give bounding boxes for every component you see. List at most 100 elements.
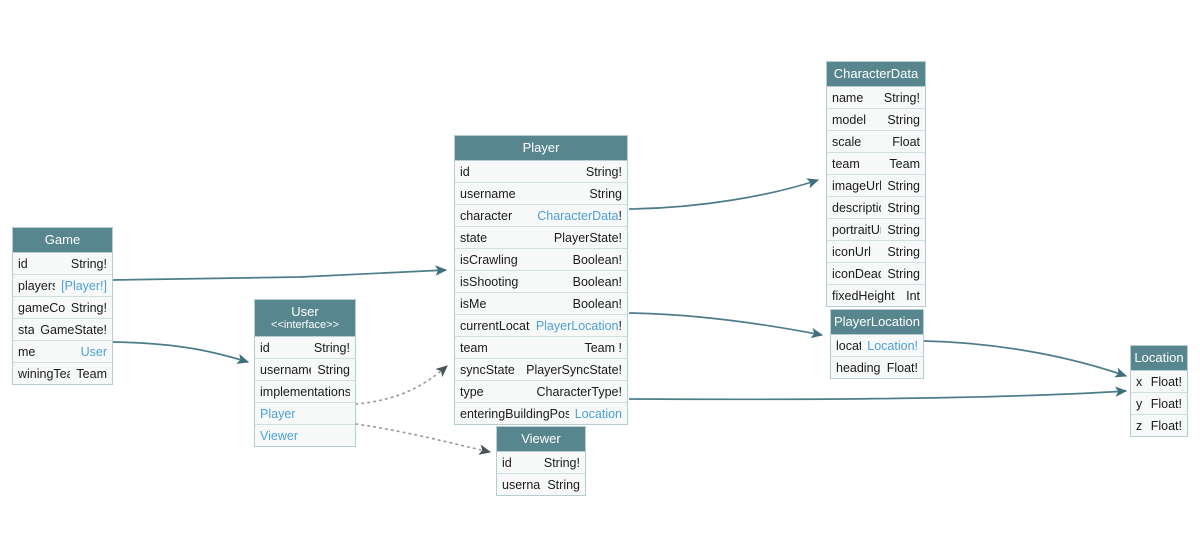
field-type-link[interactable]: PlayerLocation bbox=[535, 318, 619, 333]
edge-player-character-to-characterdata bbox=[628, 178, 820, 210]
field-type: Float! bbox=[886, 360, 918, 375]
field-name: type bbox=[460, 384, 484, 399]
field-row[interactable]: enteringBuildingPosition Location bbox=[455, 403, 627, 424]
field-type: String bbox=[547, 477, 580, 492]
implementation-name[interactable]: Player bbox=[260, 406, 296, 421]
field-row[interactable]: portraitUrl String bbox=[827, 219, 925, 241]
field-name: id bbox=[260, 340, 270, 355]
field-row[interactable]: iconDeadUrl String bbox=[827, 263, 925, 285]
field-row[interactable]: fixedHeight Int bbox=[827, 285, 925, 306]
entity-game[interactable]: Game id String! players [Player!] gameCo… bbox=[12, 227, 113, 385]
field-name: imageUrl bbox=[832, 178, 882, 193]
field-name: iconUrl bbox=[832, 244, 871, 259]
implementation-item[interactable]: Player bbox=[255, 403, 355, 425]
entity-player-location[interactable]: PlayerLocation location Location! headin… bbox=[830, 309, 924, 379]
field-type: Team bbox=[76, 366, 107, 381]
field-row[interactable]: name String! bbox=[827, 87, 925, 109]
field-type: Float! bbox=[1150, 374, 1182, 389]
entity-player[interactable]: Player id String! username String charac… bbox=[454, 135, 628, 425]
field-type: String bbox=[317, 362, 350, 377]
field-row[interactable]: players [Player!] bbox=[13, 275, 112, 297]
edge-player-currentlocation-to-playerlocation bbox=[628, 312, 824, 339]
field-name: isMe bbox=[460, 296, 487, 311]
field-row[interactable]: id String! bbox=[497, 452, 585, 474]
field-row[interactable]: character CharacterData! bbox=[455, 205, 627, 227]
field-name: description bbox=[832, 200, 881, 215]
field-name: iconDeadUrl bbox=[832, 266, 881, 281]
field-row[interactable]: state PlayerState! bbox=[455, 227, 627, 249]
implementations-header: implementations bbox=[255, 381, 355, 403]
field-type: Float bbox=[892, 134, 920, 149]
field-row[interactable]: z Float! bbox=[1131, 415, 1187, 436]
field-type: PlayerState! bbox=[553, 230, 622, 245]
entity-viewer[interactable]: Viewer id String! username String bbox=[496, 426, 586, 496]
field-name: gameCode bbox=[18, 300, 65, 315]
field-type: String bbox=[887, 178, 920, 193]
field-type-link[interactable]: CharacterData bbox=[537, 208, 619, 223]
field-row[interactable]: isShooting Boolean! bbox=[455, 271, 627, 293]
field-row[interactable]: id String! bbox=[13, 253, 112, 275]
edge-playerlocation-location-to-location bbox=[923, 340, 1128, 378]
field-row[interactable]: winingTeam Team bbox=[13, 363, 112, 384]
field-row[interactable]: isCrawling Boolean! bbox=[455, 249, 627, 271]
entity-user-stereotype: <<interface>> bbox=[271, 319, 339, 331]
field-type[interactable]: [Player!] bbox=[61, 278, 107, 293]
field-type: String bbox=[887, 244, 920, 259]
field-name: y bbox=[1136, 396, 1143, 411]
field-row[interactable]: description String bbox=[827, 197, 925, 219]
field-row[interactable]: gameCode String! bbox=[13, 297, 112, 319]
field-row[interactable]: state GameState! bbox=[13, 319, 112, 341]
field-type: Boolean! bbox=[572, 296, 622, 311]
field-type[interactable]: Location bbox=[574, 406, 622, 421]
field-name: isShooting bbox=[460, 274, 519, 289]
entity-player-location-title: PlayerLocation bbox=[831, 310, 923, 335]
implementation-name[interactable]: Viewer bbox=[260, 428, 298, 443]
field-row[interactable]: type CharacterType! bbox=[455, 381, 627, 403]
field-type: String bbox=[589, 186, 622, 201]
field-row[interactable]: team Team ! bbox=[455, 337, 627, 359]
entity-user-title: User <<interface>> bbox=[255, 300, 355, 337]
edge-user-player-implements bbox=[355, 365, 448, 405]
field-row[interactable]: me User bbox=[13, 341, 112, 363]
field-type: String bbox=[887, 266, 920, 281]
field-type-suffix: ! bbox=[618, 318, 622, 333]
field-row[interactable]: y Float! bbox=[1131, 393, 1187, 415]
field-row[interactable]: username String bbox=[497, 474, 585, 495]
field-type[interactable]: CharacterData! bbox=[537, 209, 622, 223]
field-type[interactable]: PlayerLocation! bbox=[536, 319, 622, 333]
field-name: syncState bbox=[460, 362, 515, 377]
field-row[interactable]: location Location! bbox=[831, 335, 923, 357]
field-type: CharacterType! bbox=[536, 384, 622, 399]
entity-character-data-title: CharacterData bbox=[827, 62, 925, 87]
field-row[interactable]: imageUrl String bbox=[827, 175, 925, 197]
field-row[interactable]: x Float! bbox=[1131, 371, 1187, 393]
entity-user-name: User bbox=[291, 304, 319, 319]
field-type: Team ! bbox=[584, 340, 622, 355]
field-type: String bbox=[887, 222, 920, 237]
field-type: Boolean! bbox=[572, 274, 622, 289]
field-row[interactable]: heading Float! bbox=[831, 357, 923, 378]
field-type: Boolean! bbox=[572, 252, 622, 267]
field-type: Float! bbox=[1150, 396, 1182, 411]
field-row[interactable]: scale Float bbox=[827, 131, 925, 153]
field-row[interactable]: isMe Boolean! bbox=[455, 293, 627, 315]
field-type[interactable]: User bbox=[80, 344, 107, 359]
entity-character-data[interactable]: CharacterData name String! model String … bbox=[826, 61, 926, 307]
implementation-item[interactable]: Viewer bbox=[255, 425, 355, 446]
field-row[interactable]: syncState PlayerSyncState! bbox=[455, 359, 627, 381]
field-row[interactable]: id String! bbox=[455, 161, 627, 183]
entity-user[interactable]: User <<interface>> id String! username S… bbox=[254, 299, 356, 447]
field-row[interactable]: iconUrl String bbox=[827, 241, 925, 263]
field-row[interactable]: username String bbox=[455, 183, 627, 205]
field-row[interactable]: team Team bbox=[827, 153, 925, 175]
edge-game-players-to-player bbox=[112, 265, 448, 281]
field-name: z bbox=[1136, 418, 1143, 433]
field-type: Float! bbox=[1150, 418, 1182, 433]
field-row[interactable]: currentLocation PlayerLocation! bbox=[455, 315, 627, 337]
field-row[interactable]: id String! bbox=[255, 337, 355, 359]
field-row[interactable]: username String bbox=[255, 359, 355, 381]
field-row[interactable]: model String bbox=[827, 109, 925, 131]
field-type[interactable]: Location! bbox=[867, 338, 918, 353]
entity-location[interactable]: Location x Float! y Float! z Float! bbox=[1130, 345, 1188, 437]
